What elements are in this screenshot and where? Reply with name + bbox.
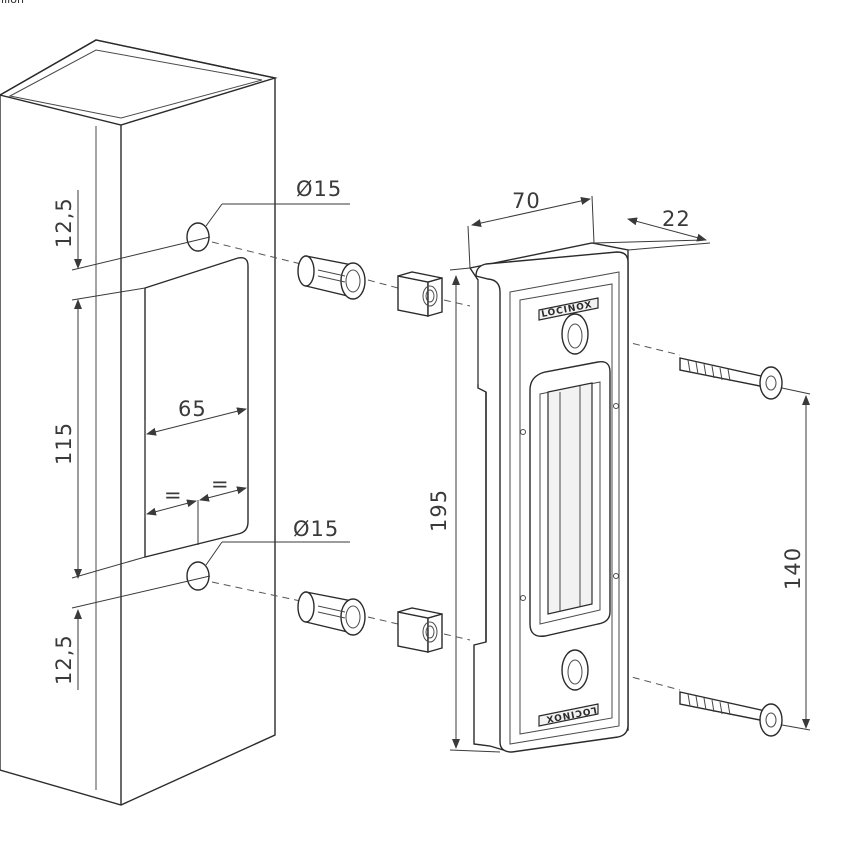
dim-equal-left: = [164, 483, 183, 507]
dim-hole-bottom-diameter: Ø15 [293, 517, 339, 541]
split-bush-top [297, 255, 366, 300]
dim-slot-width: 65 [178, 397, 207, 421]
square-nut-top [397, 271, 443, 317]
post-hole-top [186, 222, 210, 252]
slot-width-dimension: 65 [146, 397, 247, 436]
dim-equal-right: = [211, 472, 230, 496]
square-tube-post [0, 39, 278, 806]
post-extension-lines [71, 236, 211, 609]
split-bush-bottom [297, 591, 366, 636]
dim-slot-height: 115 [52, 422, 76, 465]
keeper-body: LOCINOX LOCINOX [468, 242, 629, 753]
keeper-depth-dimension: 22 [593, 207, 711, 251]
screw-spacing-dimension: 140 [781, 387, 811, 731]
square-nut-bottom [397, 607, 443, 653]
header-fragment: illion [0, 0, 24, 6]
screw-top [679, 357, 783, 400]
dim-top-offset: 12,5 [52, 197, 76, 248]
dim-bottom-offset: 12,5 [52, 634, 76, 685]
keeper-width-dimension: 70 [467, 189, 595, 269]
post-slot-cutout [144, 256, 249, 558]
dim-keeper-height: 195 [427, 489, 451, 532]
equal-split-dimension: = = [146, 472, 247, 516]
keeper-height-dimension: 195 [427, 267, 501, 753]
post-hole-bottom [186, 561, 210, 591]
screw-bottom [679, 691, 783, 737]
dim-keeper-width: 70 [512, 189, 541, 213]
dim-hole-top-diameter: Ø15 [296, 177, 342, 201]
dim-keeper-depth: 22 [662, 207, 691, 231]
post-vertical-dimensions: 12,5 115 12,5 [52, 190, 82, 690]
dim-screw-spacing: 140 [781, 547, 805, 590]
hole-diameter-callouts: Ø15 Ø15 [205, 177, 350, 566]
